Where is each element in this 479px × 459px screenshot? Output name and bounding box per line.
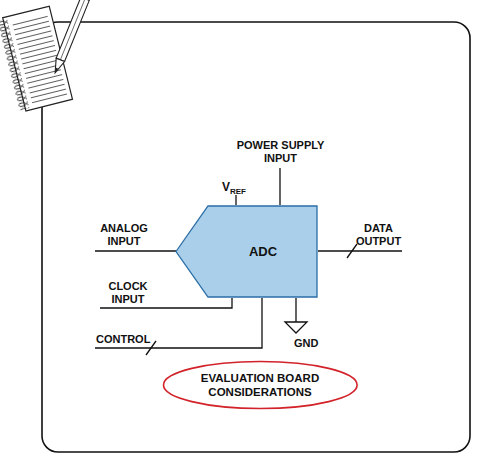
signal-subscript: REF	[230, 187, 246, 197]
callout-ellipse: EVALUATION BOARD CONSIDERATIONS	[162, 360, 359, 410]
pentagon-outline	[175, 205, 318, 298]
wires	[95, 168, 402, 355]
signal-label: CLOCK INPUT	[103, 280, 153, 306]
ground-symbol	[285, 322, 307, 333]
signal-label: POWER SUPPLY INPUT	[233, 139, 328, 165]
signal-label: ANALOG INPUT	[93, 222, 155, 248]
ellipse-outline	[162, 360, 359, 410]
frame	[42, 22, 470, 452]
node-text: EVALUATION BOARD CONSIDERATIONS	[195, 371, 325, 399]
node-text: ADC	[218, 244, 308, 260]
signal-label: DATA OUTPUT	[351, 222, 406, 248]
callout-ellipse-shape	[163, 362, 357, 409]
signal-label: V	[222, 180, 230, 194]
signal-label: GND	[294, 337, 318, 350]
pencil-icon	[51, 0, 89, 75]
signal-label: CONTROL	[96, 333, 150, 346]
adc-block: ADC	[175, 205, 318, 298]
adc-block-shape	[176, 206, 317, 297]
